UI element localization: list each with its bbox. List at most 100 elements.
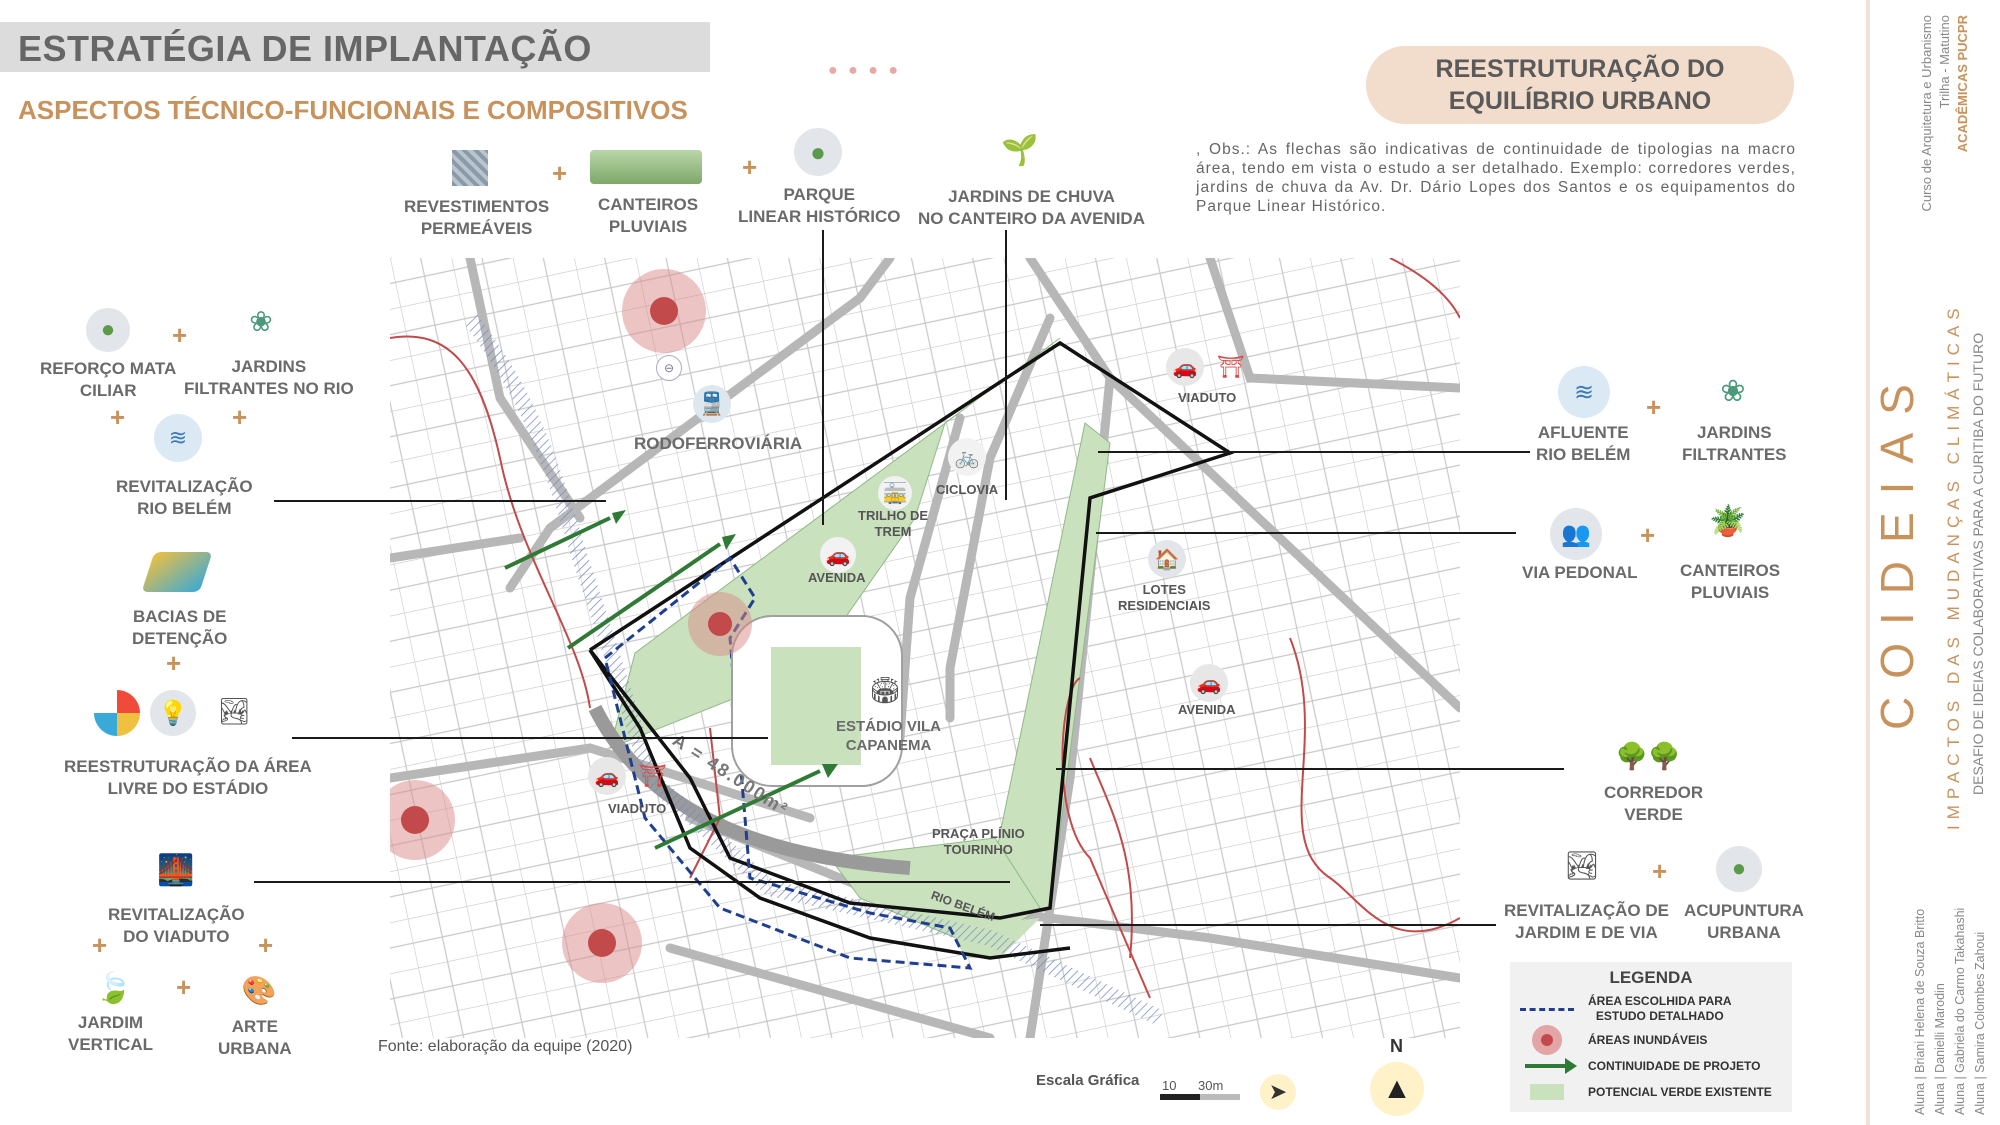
river-hatch (463, 313, 1164, 1026)
scale-compass-icon: ➤ (1260, 1074, 1296, 1110)
car-icon: 🚗 (588, 757, 626, 795)
tree-icon: ● (1716, 846, 1762, 892)
rain-garden-icon (590, 150, 702, 184)
sidebar-course: Curso de Arquitetura e Urbanismo (1919, 15, 1934, 212)
plus-sign: + (176, 972, 192, 1002)
label-canteiros-top: CANTEIROS PLUVIAIS (598, 195, 699, 236)
label-revit-jardim: REVITALIZAÇÃO DE JARDIM E DE VIA (1504, 901, 1669, 942)
car-icon: 🚗 (1166, 348, 1204, 386)
label-viaduto-left: VIADUTO (608, 801, 667, 816)
plus-sign: + (232, 402, 248, 432)
label-parque: PARQUE LINEAR HISTÓRICO (738, 185, 901, 226)
plus-sign: + (1646, 392, 1662, 422)
label-bacias: BACIAS DE DETENÇÃO (132, 607, 228, 648)
legend-row-dashed: ÁREA ESCOLHIDA PARA ESTUDO DETALHADO (1518, 994, 1784, 1024)
street-art-icon: 🎨 (241, 974, 277, 1006)
student-2: Aluna | Danielli Marodin (1933, 983, 1947, 1115)
label-canteiros-right: CANTEIROS PLUVIAIS (1680, 561, 1781, 602)
detention-basin-icon (141, 552, 213, 592)
sidebar-school: ACADÊMICAS PUCPR (1955, 15, 1970, 153)
challenge-text: DESAFIO DE IDEIAS COLABORATIVAS PARA A C… (1970, 332, 1986, 795)
lotus-icon: ❀ (249, 305, 273, 337)
trees-icon: 🌳🌳 (1615, 740, 1681, 771)
legend-row-green: POTENCIAL VERDE EXISTENTE (1518, 1082, 1784, 1102)
legend-row-arrow: CONTINUIDADE DE PROJETO (1518, 1056, 1784, 1076)
student-1: Aluna | Briani Helena de Souza Britto (1913, 908, 1927, 1115)
lamp-icon: 💡 (150, 690, 196, 736)
scale-bar: Escala Gráfica 10 30m (1036, 1072, 1240, 1100)
label-revit-rio: REVITALIZAÇÃO RIO BELÉM (116, 477, 253, 518)
legend-label-arrow: CONTINUIDADE DE PROJETO (1588, 1059, 1761, 1073)
leader-line-estadio (292, 737, 768, 739)
railway-curve (588, 704, 911, 875)
tree-icon: ● (794, 128, 842, 176)
plus-sign: + (1640, 520, 1656, 550)
seedling-icon: 🌱 (1001, 133, 1039, 167)
students-block: Aluna | Briani Helena de Souza Britto Al… (1910, 908, 1990, 1115)
student-3: Aluna | Gabriela do Carmo Takahashi (1953, 907, 1967, 1115)
plus-sign: + (172, 320, 188, 350)
sidebar-panel (1866, 0, 2000, 1125)
study-boundary-south (588, 649, 1071, 960)
dashed-study-area (603, 555, 973, 970)
label-ciclovia: CICLOVIA (936, 482, 999, 497)
label-reforco: REFORÇO MATA CILIAR (40, 359, 177, 400)
leader-line-corredor (1056, 768, 1564, 770)
tree-icon: ● (86, 308, 130, 352)
train-station-icon: 🚆 (693, 385, 731, 423)
viaduct-icon: 🌉 (157, 853, 195, 887)
rain-planter-icon: 🪴 (1709, 504, 1747, 538)
label-avenida-east: AVENIDA (1178, 702, 1236, 717)
sidebar-track: Trilha - Matutino (1937, 15, 1952, 109)
label-acupuntura: ACUPUNTURA URBANA (1684, 901, 1804, 942)
title-dots: ● ● ● ● (828, 62, 901, 79)
scale-tick-10: 10 (1162, 1078, 1177, 1093)
plus-sign: + (166, 648, 182, 678)
ball-icon (94, 690, 140, 736)
leaf-icon: 🍃 (95, 971, 133, 1005)
flood-markers (390, 269, 752, 983)
label-arte: ARTE URBANA (218, 1017, 292, 1058)
label-jardins-chuva: JARDINS DE CHUVA NO CANTEIRO DA AVENIDA (918, 187, 1145, 228)
stadium-icon: 🏟 (868, 674, 902, 705)
car-icon: 🚗 (1190, 664, 1228, 702)
label-avenida-north: AVENIDA (808, 570, 866, 585)
leader-line-viaduto (254, 881, 1010, 883)
house-icon: 🏠 (1148, 540, 1186, 578)
lotus-icon: ❀ (1720, 374, 1746, 408)
section-badge-text: REESTRUTURAÇÃO DO EQUILÍBRIO URBANO (1435, 55, 1725, 115)
leader-line-via (1096, 532, 1516, 534)
label-estadio: ESTÁDIO VILA CAPANEMA (836, 718, 942, 754)
legend-box: LEGENDA ÁREA ESCOLHIDA PARA ESTUDO DETAL… (1510, 962, 1792, 1112)
label-afluente: AFLUENTE RIO BELÉM (1536, 423, 1631, 464)
label-revestimentos: REVESTIMENTOS PERMEÁVEIS (404, 197, 550, 238)
label-rodoferroviaria: RODOFERROVIÁRIA (634, 434, 803, 453)
stadium-pitch (769, 645, 863, 767)
water-icon: ≋ (1558, 366, 1610, 418)
scale-tick-30: 30m (1198, 1078, 1224, 1093)
label-praca: PRAÇA PLÍNIO TOURINHO (932, 826, 1025, 857)
plus-sign: + (552, 158, 568, 188)
title-brush (0, 22, 710, 72)
source-note: Fonte: elaboração da equipe (2020) (378, 1038, 633, 1055)
scale-title: Escala Gráfica (1036, 1072, 1140, 1089)
observation-note: , Obs.: As flechas são indicativas de co… (1196, 141, 1796, 215)
brand-logo: COIDEIAS (1871, 366, 1923, 730)
plus-sign: + (110, 402, 126, 432)
north-label: N (1390, 1036, 1403, 1056)
leader-line-jardim (1040, 924, 1496, 926)
page-title: ESTRATÉGIA DE IMPLANTAÇÃO (18, 28, 592, 69)
leader-line-jardins (1005, 230, 1007, 500)
label-via-pedonal: VIA PEDONAL (1522, 563, 1638, 582)
bridge-icon: ⛩ (639, 763, 667, 788)
pavement-icon (452, 150, 488, 186)
label-jardim-vertical: JARDIM VERTICAL (68, 1013, 153, 1054)
label-trilho: TRILHO DE TREM (858, 508, 929, 539)
legend-label-green: POTENCIAL VERDE EXISTENTE (1588, 1085, 1772, 1099)
compass-small-icon: ⊖ (656, 355, 682, 381)
park-bench-icon: 🏞 (217, 695, 251, 726)
site-map (390, 258, 1460, 1038)
leader-line-parque (822, 230, 824, 525)
student-4: Aluna | Samira Colombes Zahoui (1973, 931, 1987, 1115)
bridge-icon: ⛩ (1217, 354, 1245, 379)
